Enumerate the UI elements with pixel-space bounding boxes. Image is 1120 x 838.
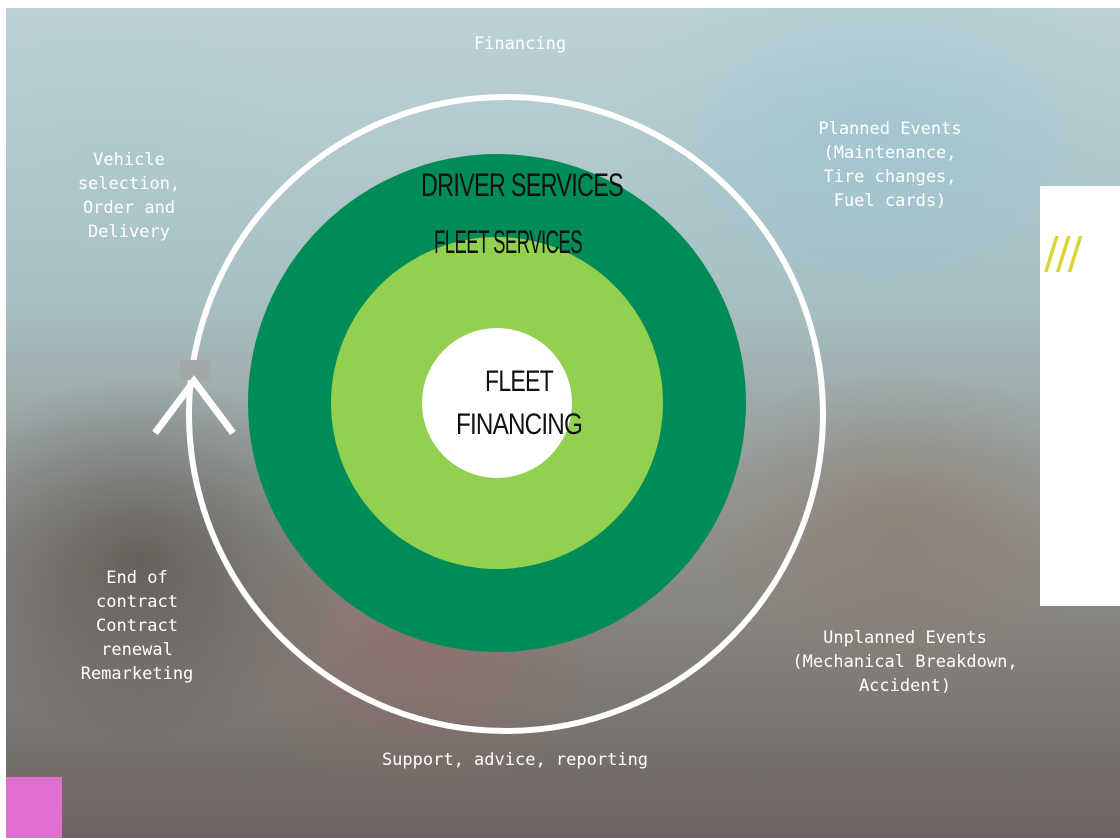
label-line: Remarketing: [80, 664, 194, 684]
top-border: [0, 0, 1120, 8]
driver-services-title: DRIVER SERVICES: [421, 167, 623, 203]
chevron-up-icon: [152, 375, 236, 436]
label-line: Contract: [96, 616, 178, 636]
side-panel: [1040, 186, 1120, 606]
label-financing: Financing: [460, 32, 580, 56]
label-line: selection,: [77, 174, 181, 194]
label-vehicle-selection: Vehicle selection, Order and Delivery: [64, 148, 194, 244]
fleet-financing-core: [422, 328, 572, 478]
label-line: Vehicle: [93, 150, 165, 170]
label-line: Fuel cards): [833, 191, 947, 211]
cycle-gap: [180, 360, 210, 380]
accent-slashes: ///: [1044, 228, 1083, 279]
label-line: Order and: [82, 198, 176, 218]
cycle-ring: [186, 94, 826, 734]
label-line: End of: [106, 568, 168, 588]
label-line: Planned Events: [818, 119, 962, 139]
label-end-of-contract: End of contract Contract renewal Remarke…: [72, 566, 202, 686]
label-line: Accident): [858, 676, 952, 696]
label-line: Tire changes,: [823, 167, 957, 187]
pink-corner-block: [6, 777, 62, 838]
label-line: Delivery: [88, 222, 170, 242]
label-financing-text: Financing: [473, 34, 567, 54]
left-border: [0, 0, 6, 838]
label-line: Unplanned Events: [823, 628, 987, 648]
label-unplanned-events: Unplanned Events (Mechanical Breakdown, …: [775, 626, 1035, 698]
label-support: Support, advice, reporting: [360, 748, 670, 772]
label-line: contract: [96, 592, 178, 612]
fleet-services-title: FLEET SERVICES: [434, 224, 582, 260]
label-planned-events: Planned Events (Maintenance, Tire change…: [790, 117, 990, 213]
label-line: renewal: [101, 640, 173, 660]
fleet-financing-title-line-2: FINANCING: [456, 408, 582, 441]
label-support-text: Support, advice, reporting: [381, 750, 649, 770]
label-line: (Mechanical Breakdown,: [792, 652, 1018, 672]
fleet-financing-title-line-1: FLEET: [485, 365, 554, 398]
label-line: (Maintenance,: [823, 143, 957, 163]
